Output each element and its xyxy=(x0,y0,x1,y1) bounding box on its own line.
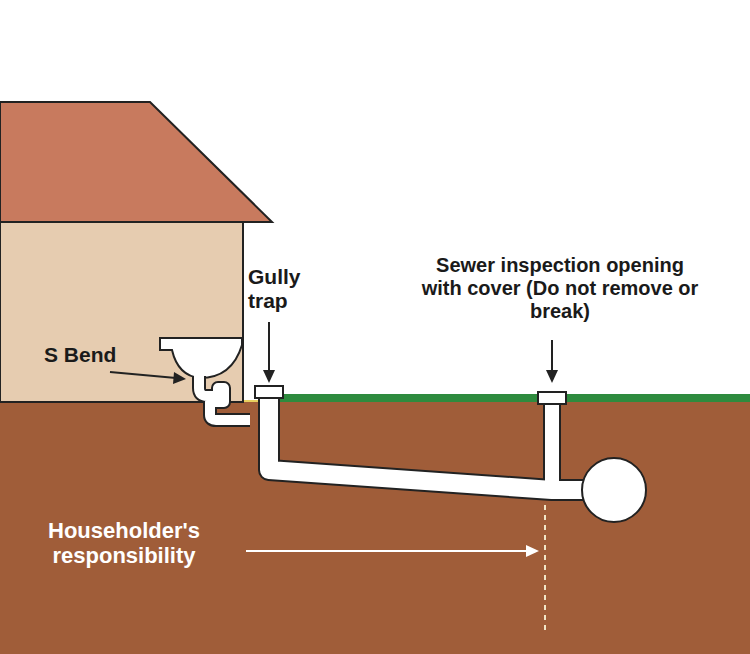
leader-line xyxy=(246,550,528,552)
boundary-line xyxy=(544,505,546,632)
part-label: S Bend xyxy=(44,343,134,367)
grass-strip xyxy=(280,394,750,402)
gully-trap-cap xyxy=(255,386,283,398)
s-bend xyxy=(199,376,250,420)
sink xyxy=(160,338,242,378)
drain-pipe-outline xyxy=(269,392,606,490)
house-wall xyxy=(0,222,243,402)
drain-pipe xyxy=(269,392,606,490)
leader-line xyxy=(110,372,176,378)
leader-line xyxy=(551,340,553,372)
s-bend-outline xyxy=(199,376,250,420)
arrowhead xyxy=(546,370,558,383)
responsibility-label: Householder's responsibility xyxy=(14,518,234,569)
note-label: Sewer inspection opening with cover (Do … xyxy=(420,254,700,323)
inspection-cover xyxy=(538,392,566,404)
sewer-main xyxy=(582,458,646,522)
arrowhead xyxy=(173,372,186,384)
arrowhead xyxy=(526,545,539,557)
house-roof xyxy=(0,102,272,222)
inspection-riser xyxy=(545,400,559,488)
leader-line xyxy=(268,322,270,372)
arrowhead xyxy=(263,370,275,383)
ground xyxy=(0,400,750,654)
part-label: Gully trap xyxy=(248,265,318,313)
